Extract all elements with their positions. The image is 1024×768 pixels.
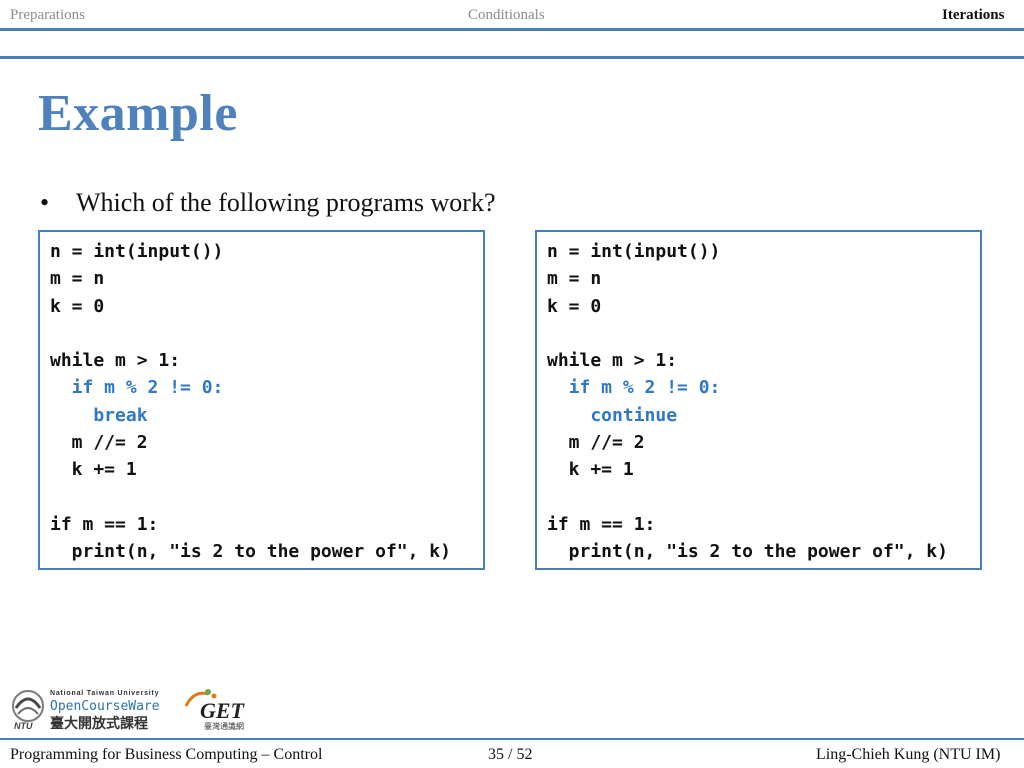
code-line: if m % 2 != 0:: [547, 377, 721, 399]
code-line: m = n: [50, 268, 105, 290]
code-line: while m > 1:: [547, 350, 678, 372]
slide-title: Example: [38, 85, 238, 142]
code-line: n = int(input()): [547, 241, 721, 262]
opencourseware-logo: NTU National Taiwan University OpenCours…: [12, 689, 246, 732]
code-line: m //= 2: [50, 432, 148, 454]
get-logo-icon: [184, 689, 217, 707]
code-line: k = 0: [547, 295, 602, 317]
code-line: [547, 484, 970, 511]
code-box-right: n = int(input()) m = n k = 0 while m > 1: i…: [535, 230, 982, 570]
code-line: m //= 2: [547, 432, 645, 454]
code-line: print(n, "is 2 to the power of", k): [547, 541, 948, 563]
get-cn-text: 臺灣通識網: [204, 721, 244, 731]
footer-author: Ling-Chieh Kung (NTU IM): [816, 746, 1001, 763]
code-line: k += 1: [547, 459, 634, 481]
code-line: print(n, "is 2 to the power of", k): [50, 541, 451, 563]
footer-course: Programming for Business Computing – Con…: [10, 746, 323, 763]
get-text: GET: [200, 698, 246, 723]
code-line: break: [50, 404, 148, 426]
ocw-cn-text: 臺大開放式課程: [50, 715, 148, 732]
bullet-item: • Which of the following programs work?: [40, 188, 496, 218]
bullet-text: Which of the following programs work?: [76, 188, 496, 217]
ntu-abbr-text: NTU: [14, 721, 33, 731]
nav-item-conditionals[interactable]: Conditionals: [468, 7, 545, 23]
header-rule-bottom: [0, 56, 1024, 59]
code-line: if m % 2 != 0:: [50, 377, 224, 399]
footer-rule: [0, 738, 1024, 740]
top-navigation: Preparations Conditionals Iterations: [0, 0, 1024, 30]
code-line: while m > 1:: [50, 350, 181, 372]
code-line: m = n: [547, 268, 602, 290]
bullet-dot: •: [40, 188, 50, 217]
ntu-small-text: National Taiwan University: [50, 690, 159, 697]
nav-item-preparations[interactable]: Preparations: [10, 7, 85, 23]
header-rule-top: [0, 28, 1024, 31]
nav-item-iterations[interactable]: Iterations: [942, 7, 1005, 23]
code-line: k += 1: [50, 459, 137, 481]
code-line: n = int(input()): [50, 241, 224, 262]
code-line: if m == 1:: [547, 513, 656, 535]
code-line: [50, 484, 473, 511]
code-line: [547, 320, 970, 347]
ocw-text: OpenCourseWare: [50, 699, 160, 714]
ntu-emblem-icon: [12, 690, 44, 722]
footer-page-number: 35 / 52: [488, 746, 533, 763]
code-box-left: n = int(input()) m = n k = 0 while m > 1: i…: [38, 230, 485, 570]
code-line: k = 0: [50, 295, 105, 317]
code-line: [50, 320, 473, 347]
code-line: if m == 1:: [50, 513, 159, 535]
code-line: continue: [547, 404, 678, 426]
